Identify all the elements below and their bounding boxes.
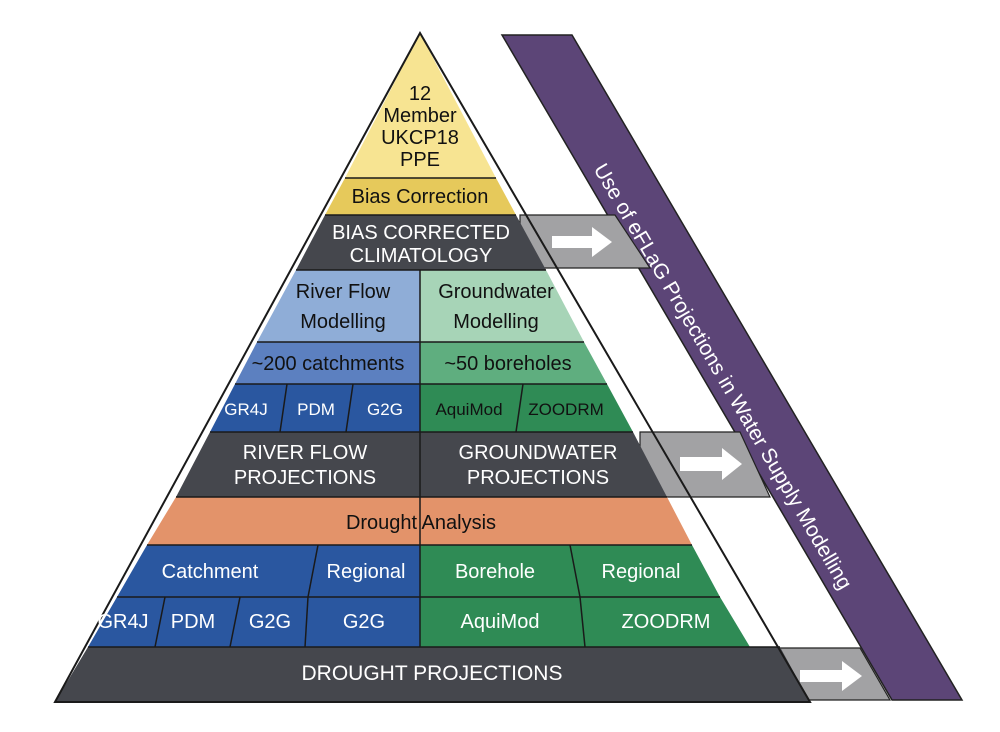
- model-cell-zoodrm: [516, 384, 633, 432]
- river-flow-modelling-box: [257, 270, 420, 342]
- bias-corrected-line-2: CLIMATOLOGY: [350, 245, 493, 267]
- river-flow-projections-box: [176, 432, 420, 497]
- model-cell-pdm: [280, 384, 353, 432]
- river-flow-modelling-line-2: Modelling: [300, 311, 386, 333]
- drought-regional-river-box: [308, 545, 420, 597]
- bias-corrected-climatology-box: [296, 215, 546, 270]
- apex-line-4: PPE: [400, 149, 440, 171]
- groundwater-projections-line-1: GROUNDWATER: [459, 442, 618, 464]
- bias-correction-box: [325, 178, 516, 215]
- arrow-right-icon: [552, 227, 612, 257]
- groundwater-modelling-line-1: Groundwater: [438, 281, 554, 303]
- drought-catchment-box: [117, 545, 318, 597]
- drought-regional-groundwater-box: [570, 545, 720, 597]
- river-flow-projections-line-2: PROJECTIONS: [234, 467, 376, 489]
- arrow-right-icon: [800, 661, 862, 691]
- catchments-box: [235, 342, 420, 384]
- drought-analysis-label: Drought Analysis: [346, 512, 496, 534]
- drought-borehole-box: [420, 545, 580, 597]
- model-label-g2g: G2G: [367, 400, 403, 419]
- groundwater-projections-line-2: PROJECTIONS: [467, 467, 609, 489]
- river-flow-projections-line-1: RIVER FLOW: [243, 442, 368, 464]
- apex-line-2: Member: [383, 105, 457, 127]
- drought-catchment-label: Catchment: [162, 561, 259, 583]
- drought-model-label-aquimod: AquiMod: [461, 611, 540, 633]
- bias-correction-label: Bias Correction: [352, 186, 489, 208]
- arrow-right-icon: [680, 448, 742, 480]
- river-flow-modelling-line-1: River Flow: [296, 281, 391, 303]
- drought-model-label-g2g: G2G: [249, 611, 291, 633]
- model-label-aquimod: AquiMod: [435, 400, 502, 419]
- drought-model-label-gr4j: GR4J: [97, 611, 148, 633]
- drought-model-label-pdm: PDM: [171, 611, 215, 633]
- bias-corrected-line-1: BIAS CORRECTED: [332, 222, 510, 244]
- drought-regional-river-label: Regional: [327, 561, 406, 583]
- groundwater-modelling-line-2: Modelling: [453, 311, 539, 333]
- boreholes-label: ~50 boreholes: [444, 353, 571, 375]
- drought-projections-box: [55, 647, 810, 702]
- boreholes-box: [420, 342, 607, 384]
- model-cell-gr4j: [210, 384, 287, 432]
- apex-line-1: 12: [409, 83, 431, 105]
- drought-model-g2g: [230, 597, 308, 647]
- drought-regional-groundwater-label: Regional: [602, 561, 681, 583]
- drought-borehole-label: Borehole: [455, 561, 535, 583]
- model-cell-g2g: [346, 384, 420, 432]
- drought-model-label-g2g-regional: G2G: [343, 611, 385, 633]
- drought-model-zoodrm: [580, 597, 750, 647]
- drought-model-g2g-regional: [305, 597, 420, 647]
- drought-projections-label: DROUGHT PROJECTIONS: [302, 662, 563, 685]
- model-cell-aquimod: [420, 384, 523, 432]
- model-label-pdm: PDM: [297, 400, 335, 419]
- drought-model-label-zoodrm: ZOODRM: [622, 611, 711, 633]
- drought-model-gr4j: [88, 597, 165, 647]
- catchments-label: ~200 catchments: [252, 353, 405, 375]
- drought-model-pdm: [155, 597, 240, 647]
- drought-model-aquimod: [420, 597, 585, 647]
- groundwater-modelling-box: [420, 270, 584, 342]
- model-label-gr4j: GR4J: [224, 400, 267, 419]
- apex-line-3: UKCP18: [381, 127, 459, 149]
- model-label-zoodrm: ZOODRM: [528, 400, 604, 419]
- pyramid-outline: [53, 30, 812, 703]
- groundwater-projections-box: [420, 432, 667, 497]
- apex-ukcp18-box: [345, 33, 496, 178]
